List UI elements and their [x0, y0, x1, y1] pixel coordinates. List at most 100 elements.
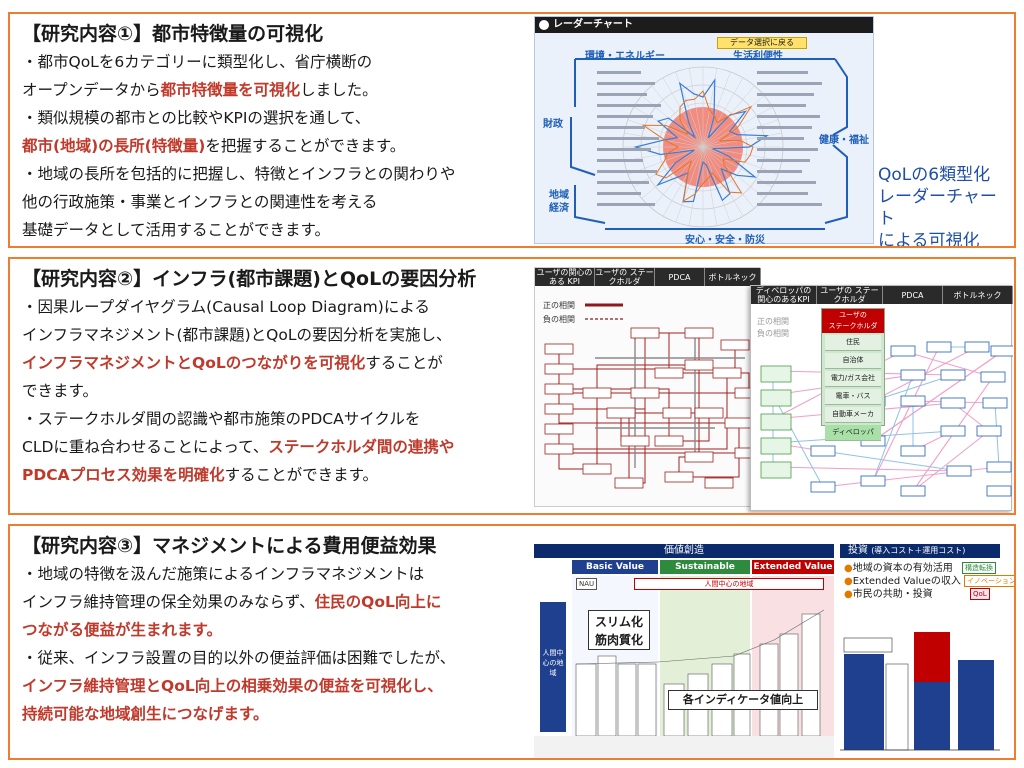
stakeholder-option[interactable]: 電車・バス: [825, 389, 881, 405]
stakeholder-dropdown[interactable]: ユーザのステークホルダ 住民 自治体 電力/ガス会社 電車・バス 自動車メーカ …: [821, 308, 885, 441]
cld-link: [597, 392, 700, 457]
investment-item: ●Extended Valueの収入: [840, 575, 1000, 588]
radar-chart-window: レーダーチャート データ選択に戻る 環境・エネ: [534, 16, 874, 246]
cld-node[interactable]: [900, 445, 926, 457]
value-bar: [597, 655, 617, 737]
cld-header-bottleneck[interactable]: ボトルネック: [705, 268, 761, 286]
cld-node[interactable]: [654, 367, 684, 379]
cld-node[interactable]: [664, 471, 694, 483]
cld-node[interactable]: [582, 387, 612, 399]
cld-header-kpi[interactable]: ユーザの関心のある KPI: [535, 268, 595, 286]
radar-spoke: [702, 132, 782, 148]
stakeholder-option[interactable]: 自治体: [825, 353, 881, 369]
radar-axis-label: [757, 137, 804, 140]
stakeholder-option[interactable]: 住民: [825, 335, 881, 351]
cld-link: [645, 332, 670, 373]
radar-axis-label: [757, 93, 814, 96]
cld-node[interactable]: [940, 369, 966, 381]
cld-node[interactable]: [734, 447, 761, 459]
radar-axis-label: [597, 126, 645, 129]
cld-node[interactable]: [760, 389, 792, 407]
cld-node[interactable]: [614, 477, 644, 489]
cld-node[interactable]: [986, 485, 1012, 497]
cld-link: [772, 394, 824, 488]
cld-node[interactable]: [900, 395, 926, 407]
cld-node[interactable]: [662, 407, 692, 419]
cld-node[interactable]: [976, 425, 1002, 437]
cld-node[interactable]: [990, 345, 1013, 357]
cld-link: [872, 374, 914, 482]
cld-node[interactable]: [720, 339, 750, 351]
cld-node[interactable]: [760, 437, 792, 455]
cld-header-stakeholder[interactable]: ユーザの ステークホルダ: [817, 286, 883, 304]
cld-node[interactable]: [810, 445, 836, 457]
cld-node[interactable]: [926, 341, 952, 353]
cld-node[interactable]: [582, 463, 612, 475]
cld-node[interactable]: [654, 435, 684, 447]
cld-node[interactable]: [630, 387, 660, 399]
cld-node[interactable]: [620, 435, 650, 447]
cld-node[interactable]: [544, 403, 574, 415]
value-bar: [575, 663, 597, 737]
value-step-line: [575, 661, 659, 665]
cld-header-stakeholder[interactable]: ユーザの ステークホルダ: [595, 268, 655, 286]
cld-node[interactable]: [900, 369, 926, 381]
body-text: 他の行政施策・事業とインフラとの関連性を考える: [22, 193, 378, 211]
cld-node[interactable]: [630, 327, 660, 339]
back-to-data-selection-button[interactable]: データ選択に戻る: [717, 37, 807, 49]
cld-header-bottleneck[interactable]: ボトルネック: [943, 286, 1013, 304]
body-line: つながる便益が生まれます。: [22, 616, 542, 644]
cld-node[interactable]: [810, 481, 836, 493]
cld-node[interactable]: [980, 371, 1006, 383]
cld-node[interactable]: [964, 341, 990, 353]
cld-node[interactable]: [724, 417, 754, 429]
cld-header-kpi[interactable]: ディベロッパの 関心のあるKPI: [751, 286, 817, 304]
highlighted-text: 持続可能な地域創生につなげます。: [22, 705, 269, 723]
cld-node[interactable]: [704, 477, 734, 489]
cld-node[interactable]: [940, 397, 966, 409]
cld-node[interactable]: [986, 461, 1012, 473]
radar-axis-label: [597, 170, 657, 173]
cld-node[interactable]: [946, 465, 972, 477]
cld-node[interactable]: [900, 485, 926, 497]
cld-node[interactable]: [544, 363, 574, 375]
cld-node[interactable]: [684, 327, 714, 339]
radar-spoke: [702, 71, 731, 148]
cld-node[interactable]: [760, 365, 792, 383]
cld-header-pdca[interactable]: PDCA: [655, 268, 705, 286]
investment-note: (導入コスト＋運用コスト): [871, 546, 966, 555]
body-line: 持続可能な地域創生につなげます。: [22, 700, 542, 728]
cld-node[interactable]: [860, 475, 886, 487]
cld-node[interactable]: [734, 387, 761, 399]
cld-node[interactable]: [606, 407, 636, 419]
radar-spoke: [627, 146, 704, 175]
cld-header-pdca[interactable]: PDCA: [883, 286, 943, 304]
cld-node[interactable]: [684, 451, 714, 463]
radar-spoke: [662, 146, 704, 217]
panel-1-text: 【研究内容①】都市特徴量の可視化 ・都市QoLを6カテゴリーに類型化し、省庁横断…: [22, 20, 542, 244]
radar-spoke: [688, 68, 704, 148]
panel-3-body: ・地域の特徴を汲んだ施策によるインフラマネジメントはインフラ維持管理の保全効果の…: [22, 560, 542, 728]
cld-node[interactable]: [760, 461, 792, 479]
value-bar: [637, 663, 657, 737]
cld-node[interactable]: [712, 367, 742, 379]
highlighted-text: ステークホルダ間の連携や: [268, 438, 455, 456]
cld-node[interactable]: [694, 407, 724, 419]
stakeholder-option[interactable]: 電力/ガス会社: [825, 371, 881, 387]
cld-node[interactable]: [544, 343, 574, 355]
cld-node[interactable]: [684, 359, 714, 371]
cld-node[interactable]: [544, 423, 574, 435]
cld-node[interactable]: [544, 443, 574, 455]
cld-node[interactable]: [940, 425, 966, 437]
stakeholder-option-selected[interactable]: ディベロッパ: [825, 425, 881, 441]
radar-axis-label: [757, 82, 822, 85]
cld-node[interactable]: [982, 397, 1008, 409]
qol-tag: QoL: [970, 588, 990, 600]
cld-node[interactable]: [760, 413, 792, 431]
radar-spoke: [702, 146, 755, 209]
radar-spoke: [675, 146, 704, 223]
cld-node[interactable]: [544, 383, 574, 395]
cld-node[interactable]: [890, 345, 916, 357]
highlighted-text: 都市特徴量を可視化: [160, 81, 301, 99]
stakeholder-option[interactable]: 自動車メーカ: [825, 407, 881, 423]
